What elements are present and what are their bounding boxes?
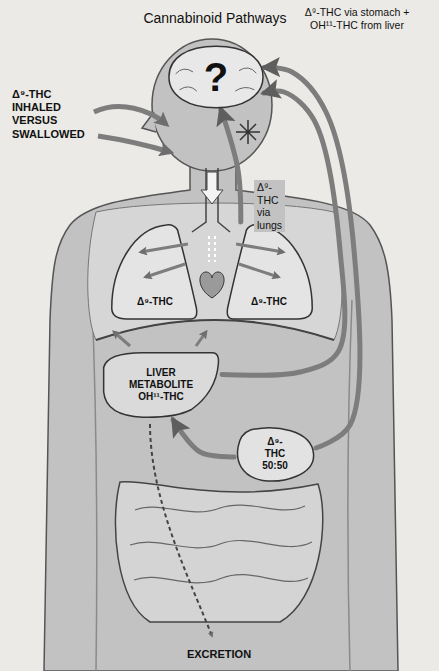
pathway-arrow (221, 109, 241, 222)
lung-shape (227, 225, 312, 319)
heart-shape (200, 272, 224, 298)
question-mark: ? (204, 53, 228, 101)
esophagus-dash (208, 236, 210, 262)
intestine-coil (135, 505, 305, 512)
route-label: Δ⁹-THC INHALED VERSUS SWALLOWED (12, 88, 85, 141)
stomach-organ: Δ⁹-THC 50:50 (234, 424, 316, 484)
pathway-label: Δ⁹-THC via lungs (254, 180, 285, 232)
pathway-arrow (222, 91, 345, 375)
label-slot: EXCRETION (169, 648, 269, 661)
brain-shape (235, 88, 254, 92)
outline-group (112, 225, 197, 319)
diaphragm-line (96, 320, 334, 340)
intestine-outline (115, 482, 322, 622)
liver-organ: LIVER METABOLITE OH¹¹-THC (100, 350, 222, 420)
trachea-line (218, 168, 230, 232)
arm-line (92, 300, 97, 671)
trachea-line (192, 168, 206, 232)
brain-shape (239, 68, 256, 73)
lung-label: Δ⁹-THC (251, 296, 287, 308)
esophagus-dash (214, 236, 216, 262)
liver-arrow (114, 332, 130, 346)
liver-arrow (196, 332, 206, 346)
diffusion-arrow (146, 264, 185, 277)
intestine-coil (130, 541, 312, 548)
excretion-label: EXCRETION (169, 648, 269, 661)
inhale-arrow (94, 107, 166, 124)
outline-group (227, 225, 312, 319)
intestine-coil (134, 575, 308, 583)
edge-label-slot: Δ⁹-THC via stomach + OH¹¹-THC from liver (296, 6, 418, 31)
outline-group (169, 46, 263, 107)
arm-line (348, 300, 352, 671)
torso-silhouette (44, 158, 398, 671)
pathway-arrow (173, 420, 234, 457)
chest-cavity (88, 203, 343, 340)
label-slot: Δ⁹-THC INHALED VERSUS SWALLOWED (12, 88, 85, 141)
outline-group (104, 353, 219, 417)
swallow-arrow (98, 136, 170, 152)
star-burst (236, 120, 260, 144)
diffusion-arrow (239, 264, 278, 277)
diffusion-arrow (236, 244, 283, 252)
liver-shape (104, 353, 219, 417)
diffusion-arrow (141, 244, 188, 252)
stomach-shape (238, 428, 314, 481)
edge-label-slot: Δ⁹-THC via lungs (254, 180, 285, 232)
lung-shape (112, 225, 197, 319)
right-lung: Δ⁹-THC (222, 222, 316, 322)
lung-label: Δ⁹-THC (137, 296, 173, 308)
liver-label: LIVER METABOLITE OH¹¹-THC (129, 367, 193, 403)
brain-shape (169, 46, 263, 107)
brain-shape (176, 69, 193, 74)
stomach-label: Δ⁹-THC 50:50 (262, 436, 288, 472)
outline-group (238, 428, 314, 481)
left-lung: Δ⁹-THC (108, 222, 202, 322)
brain-shape (180, 87, 197, 91)
hollow-arrow (201, 172, 223, 204)
pathway-label: Δ⁹-THC via stomach + OH¹¹-THC from liver (296, 6, 418, 31)
brain-region: ? (168, 45, 264, 109)
